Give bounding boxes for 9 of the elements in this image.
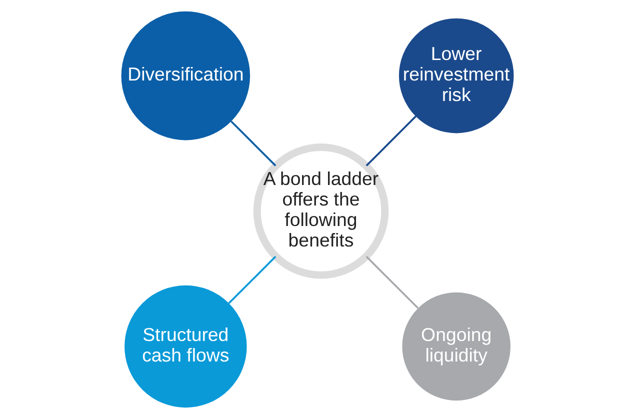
connector xyxy=(366,256,419,309)
connector xyxy=(366,116,416,166)
connector xyxy=(228,256,276,304)
node-circle: A bond ladder offers the following benefits xyxy=(253,143,389,279)
connector xyxy=(230,120,276,166)
node-circle: Diversification xyxy=(121,11,250,140)
node-circle: Lower reinvestment risk xyxy=(398,18,514,134)
node-circle: Ongoing liquidity xyxy=(402,292,510,401)
node-circle: Structured cash flows xyxy=(124,285,247,408)
